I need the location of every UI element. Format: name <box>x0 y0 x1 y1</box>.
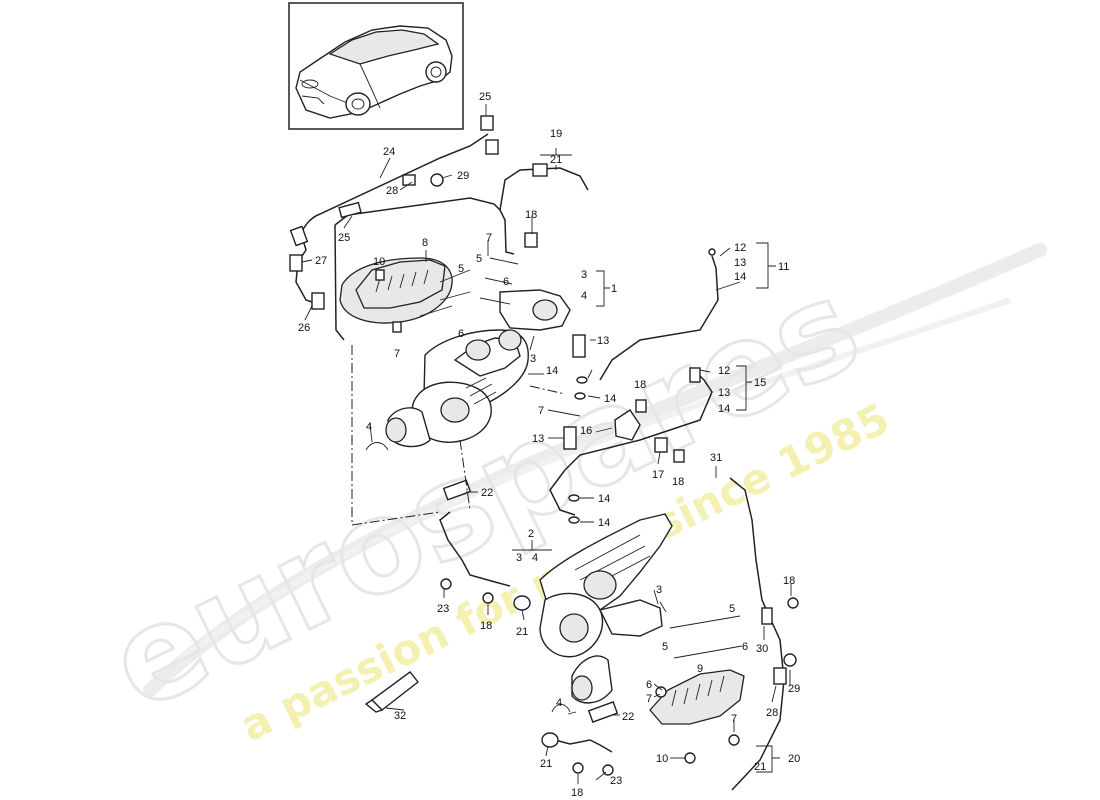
callout-25: 25 <box>338 232 350 244</box>
oil-lines <box>549 248 719 524</box>
callout-25: 25 <box>479 91 491 103</box>
heat-shield-right <box>649 669 745 725</box>
callout-5: 5 <box>729 603 735 615</box>
callout-18: 18 <box>571 787 583 799</box>
callout-4: 4 <box>366 421 372 433</box>
callout-30: 30 <box>756 643 768 655</box>
callout-19: 19 <box>550 128 562 140</box>
callout-13: 13 <box>718 387 730 399</box>
callout-21: 21 <box>550 154 562 166</box>
callout-32: 32 <box>394 710 406 722</box>
callout-13: 13 <box>734 257 746 269</box>
callout-13: 13 <box>597 335 609 347</box>
callout-14: 14 <box>604 393 616 405</box>
callout-23: 23 <box>437 603 449 615</box>
turbocharger-right <box>539 513 673 704</box>
callout-22: 22 <box>481 487 493 499</box>
callout-14: 14 <box>734 271 746 283</box>
callout-22: 22 <box>622 711 634 723</box>
callout-21: 21 <box>516 626 528 638</box>
callout-4: 4 <box>556 697 562 709</box>
vehicle-thumbnail <box>288 2 464 130</box>
callout-1: 1 <box>611 283 617 295</box>
callout-5: 5 <box>476 253 482 265</box>
coolant-pipe-upper <box>289 115 589 341</box>
watermark: eurospares a passion for parts since 198… <box>87 243 1047 751</box>
callout-10: 10 <box>373 256 385 268</box>
callout-15: 15 <box>754 377 766 389</box>
coolant-return-line <box>439 477 797 791</box>
callout-24: 24 <box>383 146 395 158</box>
callout-5: 5 <box>458 263 464 275</box>
callout-9: 9 <box>697 663 703 675</box>
callout-3: 3 <box>516 552 522 564</box>
callout-7: 7 <box>486 232 492 244</box>
callout-3: 3 <box>656 584 662 596</box>
callout-29: 29 <box>457 170 469 182</box>
callout-6: 6 <box>458 328 464 340</box>
callout-12: 12 <box>734 242 746 254</box>
callout-20: 20 <box>788 753 800 765</box>
callout-17: 17 <box>652 469 664 481</box>
callout-28: 28 <box>386 185 398 197</box>
callout-18: 18 <box>480 620 492 632</box>
callout-28: 28 <box>766 707 778 719</box>
callout-10: 10 <box>656 753 668 765</box>
callout-18: 18 <box>783 575 795 587</box>
fasteners <box>365 257 799 776</box>
callout-5: 5 <box>662 641 668 653</box>
callout-14: 14 <box>598 517 610 529</box>
callout-21: 21 <box>754 761 766 773</box>
callout-7: 7 <box>394 348 400 360</box>
callout-3: 3 <box>530 353 536 365</box>
callout-14: 14 <box>598 493 610 505</box>
callout-26: 26 <box>298 322 310 334</box>
callout-6: 6 <box>742 641 748 653</box>
callout-4: 4 <box>532 552 538 564</box>
callout-7: 7 <box>646 693 652 705</box>
callout-21: 21 <box>540 758 552 770</box>
callout-18: 18 <box>634 379 646 391</box>
callout-6: 6 <box>646 679 652 691</box>
sealant-tube <box>364 671 419 713</box>
callout-6: 6 <box>503 276 509 288</box>
leader-lines <box>301 104 792 784</box>
callout-31: 31 <box>710 452 722 464</box>
callout-18: 18 <box>525 209 537 221</box>
callout-18: 18 <box>672 476 684 488</box>
car-icon <box>295 25 453 119</box>
callout-3: 3 <box>581 269 587 281</box>
callout-13: 13 <box>532 433 544 445</box>
reference-lines <box>351 345 566 526</box>
callout-8: 8 <box>422 237 428 249</box>
callout-2: 2 <box>528 528 534 540</box>
callout-16: 16 <box>580 425 592 437</box>
callout-4: 4 <box>581 290 587 302</box>
callout-14: 14 <box>718 403 730 415</box>
callout-7: 7 <box>731 713 737 725</box>
callout-27: 27 <box>315 255 327 267</box>
callout-14: 14 <box>546 365 558 377</box>
callout-12: 12 <box>718 365 730 377</box>
callout-7: 7 <box>538 405 544 417</box>
callout-labels: 25 19 21 24 29 28 25 18 27 26 8 10 7 5 5… <box>298 91 800 799</box>
callout-11: 11 <box>778 261 789 273</box>
callout-23: 23 <box>610 775 622 787</box>
callout-29: 29 <box>788 683 800 695</box>
